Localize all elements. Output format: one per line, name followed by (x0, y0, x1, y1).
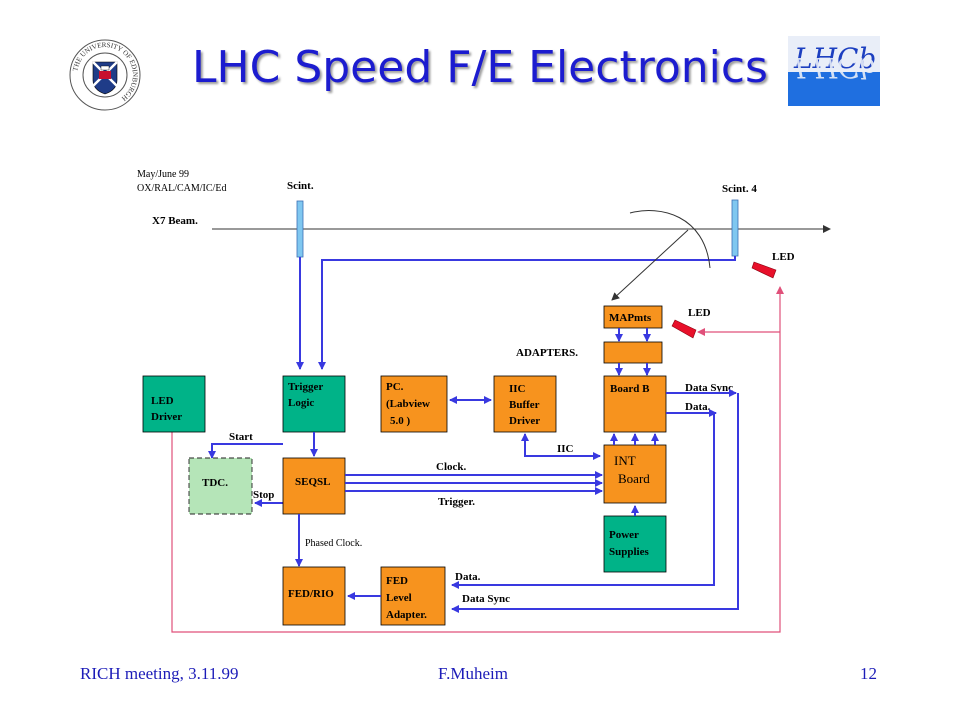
int-board-label-1: INT (614, 453, 636, 468)
seqsl-label: SEQSL (295, 476, 330, 488)
fed-rio-label: FED/RIO (288, 588, 334, 600)
iic-buffer-label-1: IIC (509, 383, 526, 395)
start-label: Start (229, 431, 253, 443)
adapters-box (603, 341, 663, 364)
fed-rio-box (282, 566, 346, 626)
lhcb-logo-text: LHCb (794, 42, 877, 75)
led-mid-label: LED (688, 307, 711, 319)
trigger-logic-label-1: Trigger (288, 381, 323, 393)
int-board-label-2: Board (618, 471, 650, 486)
clock-label: Clock. (436, 461, 467, 473)
date-note: May/June 99 (137, 169, 189, 180)
led-driver-box (142, 375, 206, 433)
iic-buffer-label-2: Buffer (509, 399, 540, 411)
power-supplies-label-2: Supplies (609, 546, 649, 558)
fed-level-adapter-box (380, 566, 446, 626)
scint-label: Scint. (287, 180, 314, 192)
pc-label-3: 5.0 ) (390, 415, 411, 427)
led-driver-label-1: LED (151, 395, 174, 407)
iic-buffer-label-3: Driver (509, 415, 540, 427)
iic-buffer-box (493, 375, 557, 433)
trigger-logic-label-2: Logic (288, 397, 314, 409)
board-b-label: Board B (610, 383, 650, 395)
adapters-label: ADAPTERS. (516, 347, 578, 359)
scint4-label: Scint. 4 (722, 183, 757, 195)
data-right-label: Data. (685, 401, 711, 413)
tdc-label: TDC. (202, 477, 228, 489)
tdc-box (188, 457, 253, 515)
board-b-box (603, 375, 667, 433)
footer-author: F.Muheim (438, 664, 508, 683)
university-logo: THE UNIVERSITY OF EDINBURGH (68, 38, 142, 112)
seqsl-box (282, 457, 346, 515)
footer-meeting: RICH meeting, 3.11.99 (80, 664, 239, 683)
fed-level-label-3: Adapter. (386, 609, 427, 621)
scint-4 (731, 199, 739, 257)
led-top-label: LED (772, 251, 795, 263)
data-sync-right-label: Data Sync (685, 382, 733, 394)
phased-clock-label: Phased Clock. (305, 538, 362, 549)
pc-box (380, 375, 448, 433)
fed-level-label-1: FED (386, 575, 408, 587)
lhcb-logo: LHCb LHCb (788, 36, 880, 106)
fed-level-label-2: Level (386, 592, 412, 604)
groups-note: OX/RAL/CAM/IC/Ed (137, 183, 226, 194)
power-supplies-label-1: Power (609, 529, 639, 541)
pc-label-2: (Labview (386, 398, 430, 410)
data-sync-bottom-label: Data Sync (462, 593, 510, 605)
stop-label: Stop (253, 489, 274, 501)
footer-page-number: 12 (860, 664, 877, 683)
mapmts-box (603, 305, 663, 329)
int-board-box (603, 444, 667, 504)
page-title: LHC Speed F/E Electronics (192, 42, 768, 93)
data-bottom-label: Data. (455, 571, 481, 583)
led-driver-label-2: Driver (151, 411, 182, 423)
power-supplies-box (603, 515, 667, 573)
led-mid-icon (671, 319, 697, 339)
beam-label: X7 Beam. (152, 215, 198, 227)
led-top-icon (751, 261, 777, 279)
iic-line-label: IIC (557, 443, 574, 455)
pc-label-1: PC. (386, 381, 404, 393)
trigger-logic-box (282, 375, 346, 433)
scint-1 (296, 200, 304, 258)
trigger-line-label: Trigger. (438, 496, 475, 508)
mapmts-label: MAPmts (609, 312, 652, 324)
